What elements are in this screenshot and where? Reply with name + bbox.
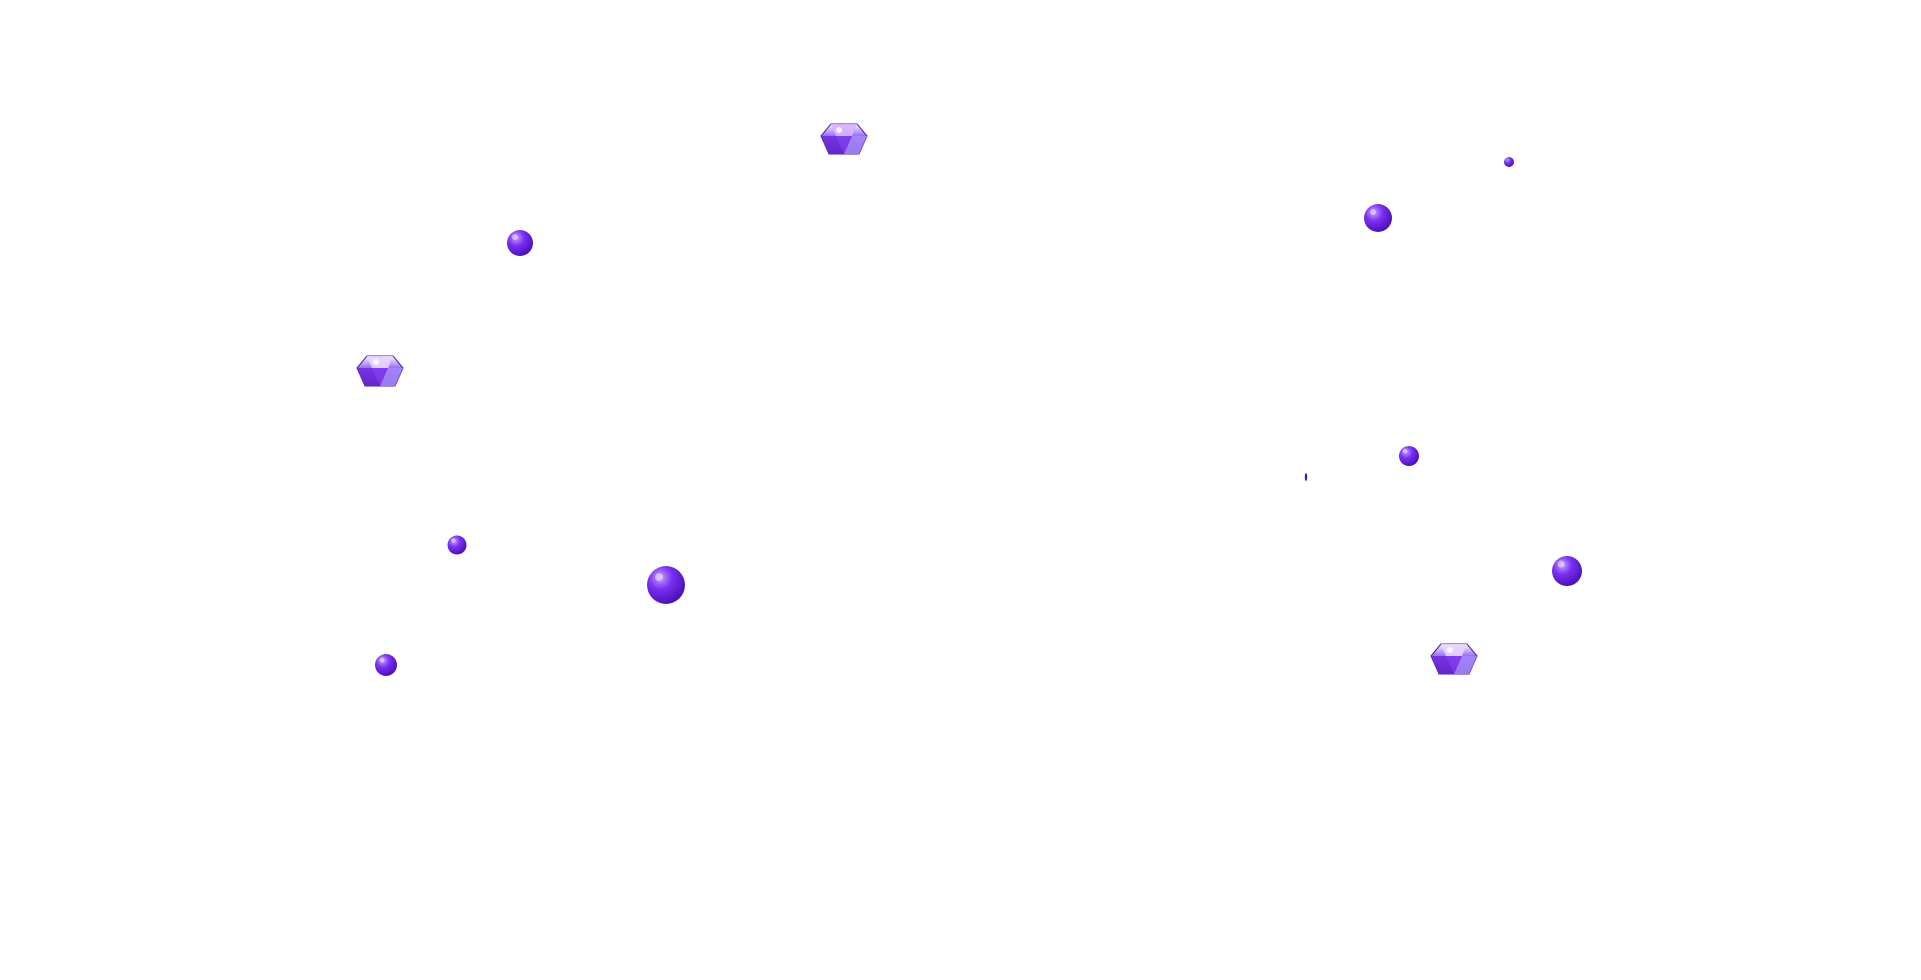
- gem-icon: [356, 355, 404, 387]
- orb-icon: [1304, 473, 1308, 481]
- orb-icon: [1552, 556, 1582, 586]
- orb-icon: [1364, 204, 1392, 232]
- gem-icon: [1430, 643, 1478, 675]
- orb-icon: [1504, 157, 1514, 167]
- orb-icon: [447, 535, 467, 555]
- orb-icon: [507, 230, 533, 256]
- orb-icon: [647, 566, 685, 604]
- orb-icon: [1399, 446, 1419, 466]
- gem-icon: [820, 123, 868, 155]
- orb-icon: [375, 654, 397, 676]
